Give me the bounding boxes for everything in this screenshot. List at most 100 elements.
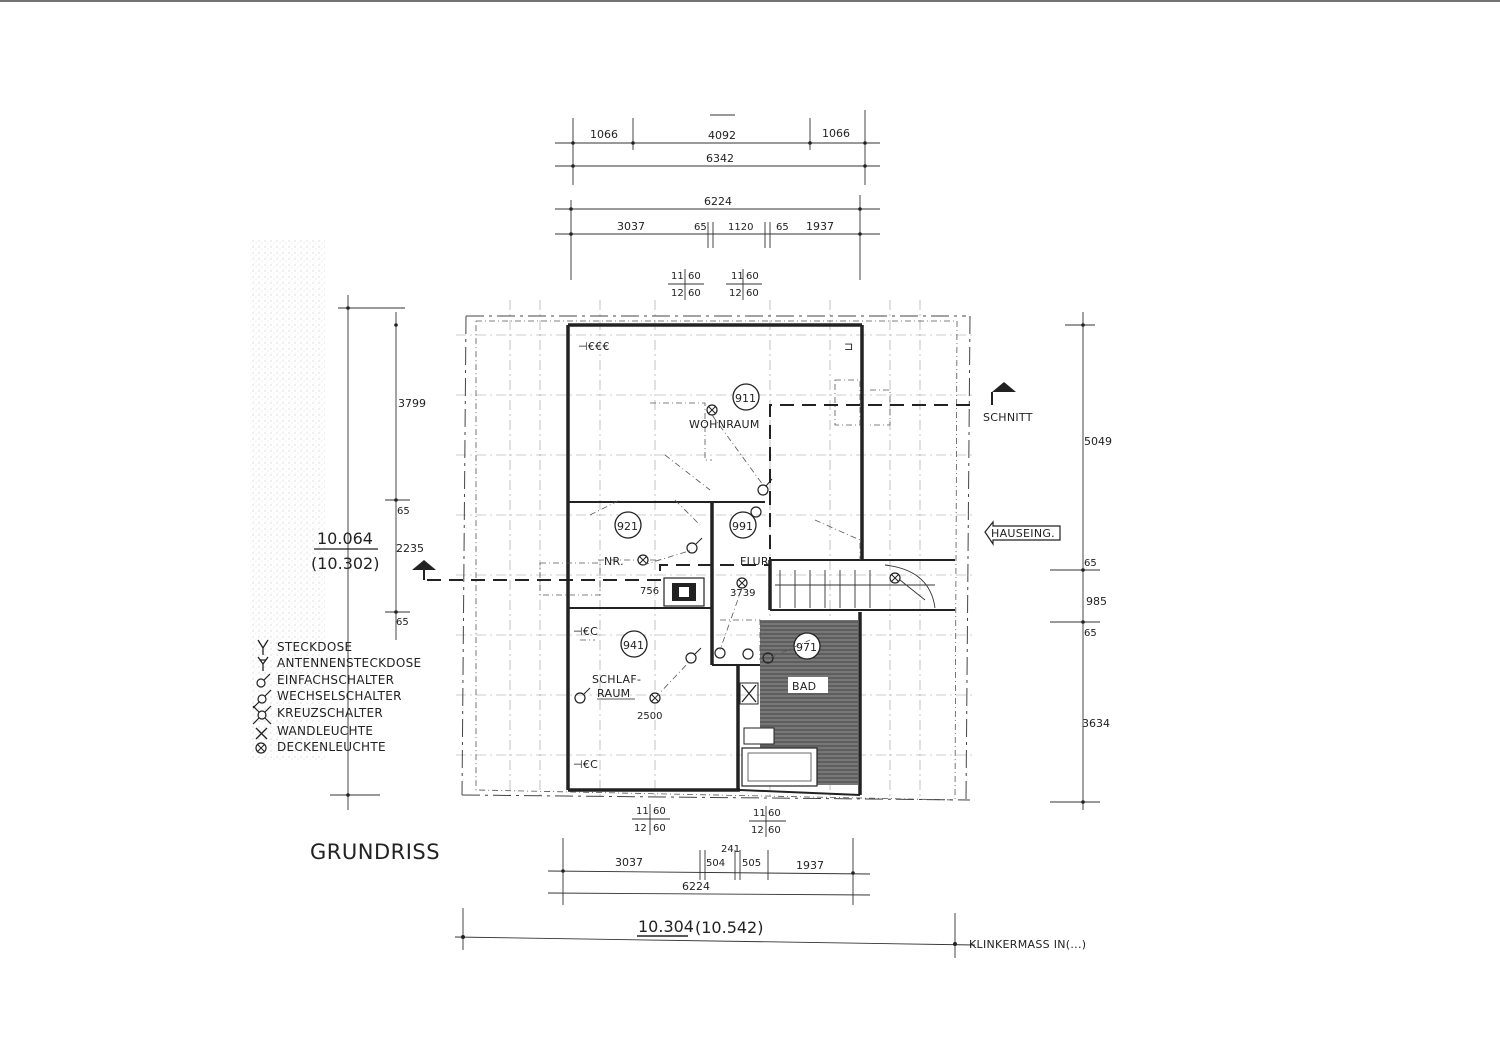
top-dimension-chains: 1066 4092 1066 6342 6224 3037 65 1120 65… xyxy=(555,110,880,300)
room-number-971: 971 xyxy=(796,641,817,654)
top-dim-2: 4092 xyxy=(708,129,736,142)
drawing-title: GRUNDRISS xyxy=(310,840,440,864)
entrance-label: HAUSEING. xyxy=(991,527,1055,540)
left-dim-3: 2235 xyxy=(396,542,424,555)
ceiling-light-icon xyxy=(706,404,718,416)
top-dim-row3-2: 65 xyxy=(694,222,707,233)
legend-item-4: WECHSELSCHALTER xyxy=(277,689,402,703)
left-dim-2: 65 xyxy=(397,506,410,517)
top-opening-right-c: 12 xyxy=(729,288,742,299)
walls xyxy=(566,323,955,796)
room-name-raum: RAUM xyxy=(597,687,630,700)
overall-width-clinker: (10.542) xyxy=(695,918,763,937)
section-arrow-right xyxy=(992,382,1016,392)
right-dim-2: 65 xyxy=(1084,558,1097,569)
bottom-opening-right-c: 12 xyxy=(751,825,764,836)
room-number-921: 921 xyxy=(617,520,638,533)
overall-width: 10.304 xyxy=(638,917,694,936)
top-opening-left-a: 11 xyxy=(671,271,684,282)
legend-item-2: ANTENNENSTECKDOSE xyxy=(277,656,421,670)
top-opening-right-a: 11 xyxy=(731,271,744,282)
electrical-symbols: ⊣€€€ ⊣€C ⊣€C ⊐ xyxy=(573,340,901,771)
left-dim-4: 65 xyxy=(396,617,409,628)
building-outline xyxy=(461,315,971,801)
socket-icon: ⊣€€€ xyxy=(578,340,610,353)
room-height-nr: 756 xyxy=(640,586,659,597)
bottom-dim-5: 1937 xyxy=(796,859,824,872)
overall-depth: 10.064 xyxy=(317,529,373,548)
washbasin xyxy=(743,727,775,745)
cross-switch-icon xyxy=(252,705,272,725)
section-arrow-left xyxy=(412,560,436,570)
wall-light-icon xyxy=(739,682,759,705)
right-dimension-chain: 5049 65 985 65 3634 xyxy=(1050,312,1112,810)
overall-depth-clinker: (10.302) xyxy=(311,554,379,573)
top-dim-1: 1066 xyxy=(590,128,618,141)
section-label: SCHNITT xyxy=(983,411,1033,424)
room-name-schlaf: SCHLAF- xyxy=(592,673,641,686)
room-name-flur: FLUR xyxy=(740,555,769,568)
legend: STECKDOSE ANTENNENSTECKDOSE EINFACHSCHAL… xyxy=(252,639,421,754)
room-name-wohnraum: WOHNRAUM xyxy=(689,418,760,431)
bottom-opening-left-b: 60 xyxy=(653,806,666,817)
room-name-bad: BAD xyxy=(792,680,816,693)
entrance-arrow xyxy=(984,520,1061,546)
top-dim-row3-1: 3037 xyxy=(617,220,645,233)
ceiling-light-icon xyxy=(736,577,748,589)
bottom-dim-2: 504 xyxy=(706,858,725,869)
socket-icon: ⊣€C xyxy=(573,625,598,638)
section-cut-line xyxy=(427,404,975,581)
left-dim-1: 3799 xyxy=(398,397,426,410)
room-921: 921 NR. 756 xyxy=(604,511,659,597)
room-height-schlaf: 2500 xyxy=(637,711,662,722)
bottom-dim-total: 6224 xyxy=(682,880,710,893)
room-911: 911 WOHNRAUM xyxy=(689,383,760,431)
bottom-opening-right-d: 60 xyxy=(768,825,781,836)
interior-details xyxy=(539,379,891,660)
top-dim-row3-3: 1120 xyxy=(728,222,753,233)
antenna-socket-icon xyxy=(257,656,269,671)
room-number-991: 991 xyxy=(732,520,753,533)
room-name-nr: NR. xyxy=(604,555,624,568)
bottom-dimension-chains: 11 60 12 60 11 60 12 60 3037 504 241 505… xyxy=(454,804,1086,958)
legend-item-5: KREUZSCHALTER xyxy=(277,706,383,720)
right-dim-1: 5049 xyxy=(1084,435,1112,448)
room-941: 941 SCHLAF- RAUM 2500 xyxy=(592,630,662,722)
legend-item-3: EINFACHSCHALTER xyxy=(277,673,394,687)
legend-item-1: STECKDOSE xyxy=(277,640,352,654)
bottom-opening-left-c: 12 xyxy=(634,823,647,834)
clinker-note: KLINKERMASS IN(...) xyxy=(969,938,1086,951)
right-dim-4: 65 xyxy=(1084,628,1097,639)
ceiling-light-icon xyxy=(637,554,649,566)
grid-axes xyxy=(456,300,975,800)
socket-icon: ⊐ xyxy=(844,340,854,353)
room-991: 991 FLUR 3739 xyxy=(729,511,769,599)
room-number-911: 911 xyxy=(735,392,756,405)
top-opening-left-b: 60 xyxy=(688,271,701,282)
left-dimension-chain: 3799 65 2235 65 10.064 (10.302) xyxy=(311,295,426,810)
top-dim-total-2: 6224 xyxy=(704,195,732,208)
room-971: 971 BAD xyxy=(788,632,828,693)
legend-item-6: WANDLEUCHTE xyxy=(277,724,373,738)
bottom-opening-left-d: 60 xyxy=(653,823,666,834)
top-opening-right-b: 60 xyxy=(746,271,759,282)
ceiling-light-icon xyxy=(255,742,267,754)
room-number-941: 941 xyxy=(623,639,644,652)
top-dim-row3-5: 1937 xyxy=(806,220,834,233)
bottom-opening-right-b: 60 xyxy=(768,808,781,819)
scan-shading xyxy=(250,240,325,760)
bottom-dim-4: 505 xyxy=(742,858,761,869)
room-height-flur: 3739 xyxy=(730,588,755,599)
top-opening-left-c: 12 xyxy=(671,288,684,299)
bottom-opening-left-a: 11 xyxy=(636,806,649,817)
bottom-dim-3: 241 xyxy=(721,844,740,855)
top-dim-3: 1066 xyxy=(822,127,850,140)
socket-icon xyxy=(257,639,269,655)
bathtub xyxy=(741,747,818,787)
top-opening-right-d: 60 xyxy=(746,288,759,299)
staircase xyxy=(775,564,936,609)
single-switch-icon xyxy=(256,673,271,688)
bottom-opening-right-a: 11 xyxy=(753,808,766,819)
top-dim-row3-4: 65 xyxy=(776,222,789,233)
